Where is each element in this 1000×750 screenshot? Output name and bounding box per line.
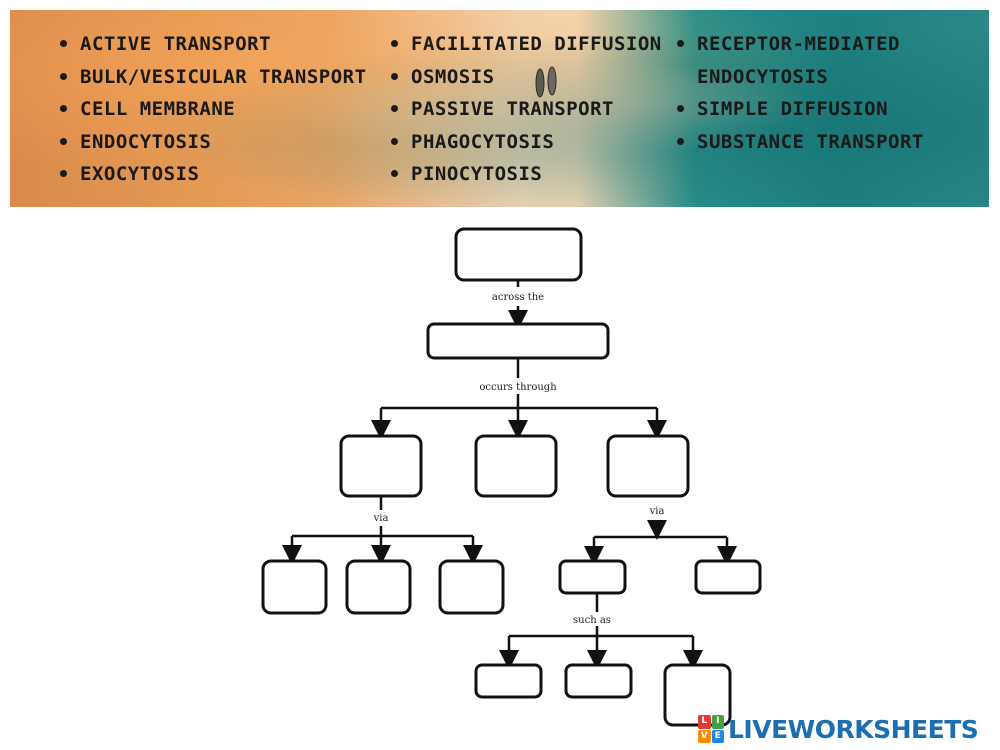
answer-box-left[interactable] [339, 434, 423, 498]
answer-box-level2[interactable] [426, 322, 610, 360]
logo-badge-icon: L I V E [698, 715, 724, 743]
badge-letter: I [711, 715, 724, 729]
word-bank-item: RECEPTOR-MEDIATED [677, 28, 924, 61]
liveworksheets-logo: L I V E LIVEWORKSHEETS [698, 714, 979, 744]
label-such-as: such as [573, 615, 611, 626]
word-bank-column-3: RECEPTOR-MEDIATED ENDOCYTOSIS SIMPLE DIF… [677, 28, 924, 158]
answer-box-right-child-1[interactable] [558, 559, 627, 595]
word-bank-column-1: ACTIVE TRANSPORT BULK/VESICULAR TRANSPOR… [60, 28, 367, 191]
word-bank-item-continued: ENDOCYTOSIS [697, 65, 829, 88]
word-bank-item: ACTIVE TRANSPORT [60, 28, 367, 61]
boats-icon [535, 66, 557, 98]
label-across-the: across the [492, 292, 544, 303]
word-bank-item: SIMPLE DIFFUSION [677, 93, 924, 126]
badge-letter: V [698, 729, 711, 743]
label-via-left: via [373, 513, 389, 524]
word-bank-item: PHAGOCYTOSIS [391, 126, 662, 159]
word-bank-item: PASSIVE TRANSPORT [391, 93, 662, 126]
answer-box-root[interactable] [454, 227, 583, 282]
logo-text: LIVEWORKSHEETS [728, 714, 979, 744]
word-bank-item: CELL MEMBRANE [60, 93, 367, 126]
word-bank-item: BULK/VESICULAR TRANSPORT [60, 61, 367, 94]
answer-box-left-child-3[interactable] [438, 559, 505, 615]
badge-letter: L [698, 715, 711, 729]
word-bank-item: FACILITATED DIFFUSION [391, 28, 662, 61]
word-bank-item: PINOCYTOSIS [391, 158, 662, 191]
word-bank-column-2: FACILITATED DIFFUSION OSMOSIS PASSIVE TR… [391, 28, 662, 191]
answer-box-left-child-2[interactable] [345, 559, 412, 615]
label-via-right: via [649, 506, 665, 517]
answer-box-left-child-1[interactable] [261, 559, 328, 615]
answer-box-example-2[interactable] [564, 663, 633, 699]
answer-box-example-3[interactable] [663, 663, 732, 727]
badge-letter: E [711, 729, 724, 743]
word-bank-item: SUBSTANCE TRANSPORT [677, 126, 924, 159]
label-occurs-through: occurs through [479, 382, 557, 393]
word-bank-item: OSMOSIS [391, 61, 662, 94]
word-bank-item: EXOCYTOSIS [60, 158, 367, 191]
answer-box-middle[interactable] [474, 434, 558, 498]
word-bank-item: ENDOCYTOSIS [60, 126, 367, 159]
word-bank-banner: ACTIVE TRANSPORT BULK/VESICULAR TRANSPOR… [10, 10, 989, 207]
answer-box-right[interactable] [606, 434, 690, 498]
answer-box-example-1[interactable] [474, 663, 543, 699]
answer-box-right-child-2[interactable] [694, 559, 762, 595]
